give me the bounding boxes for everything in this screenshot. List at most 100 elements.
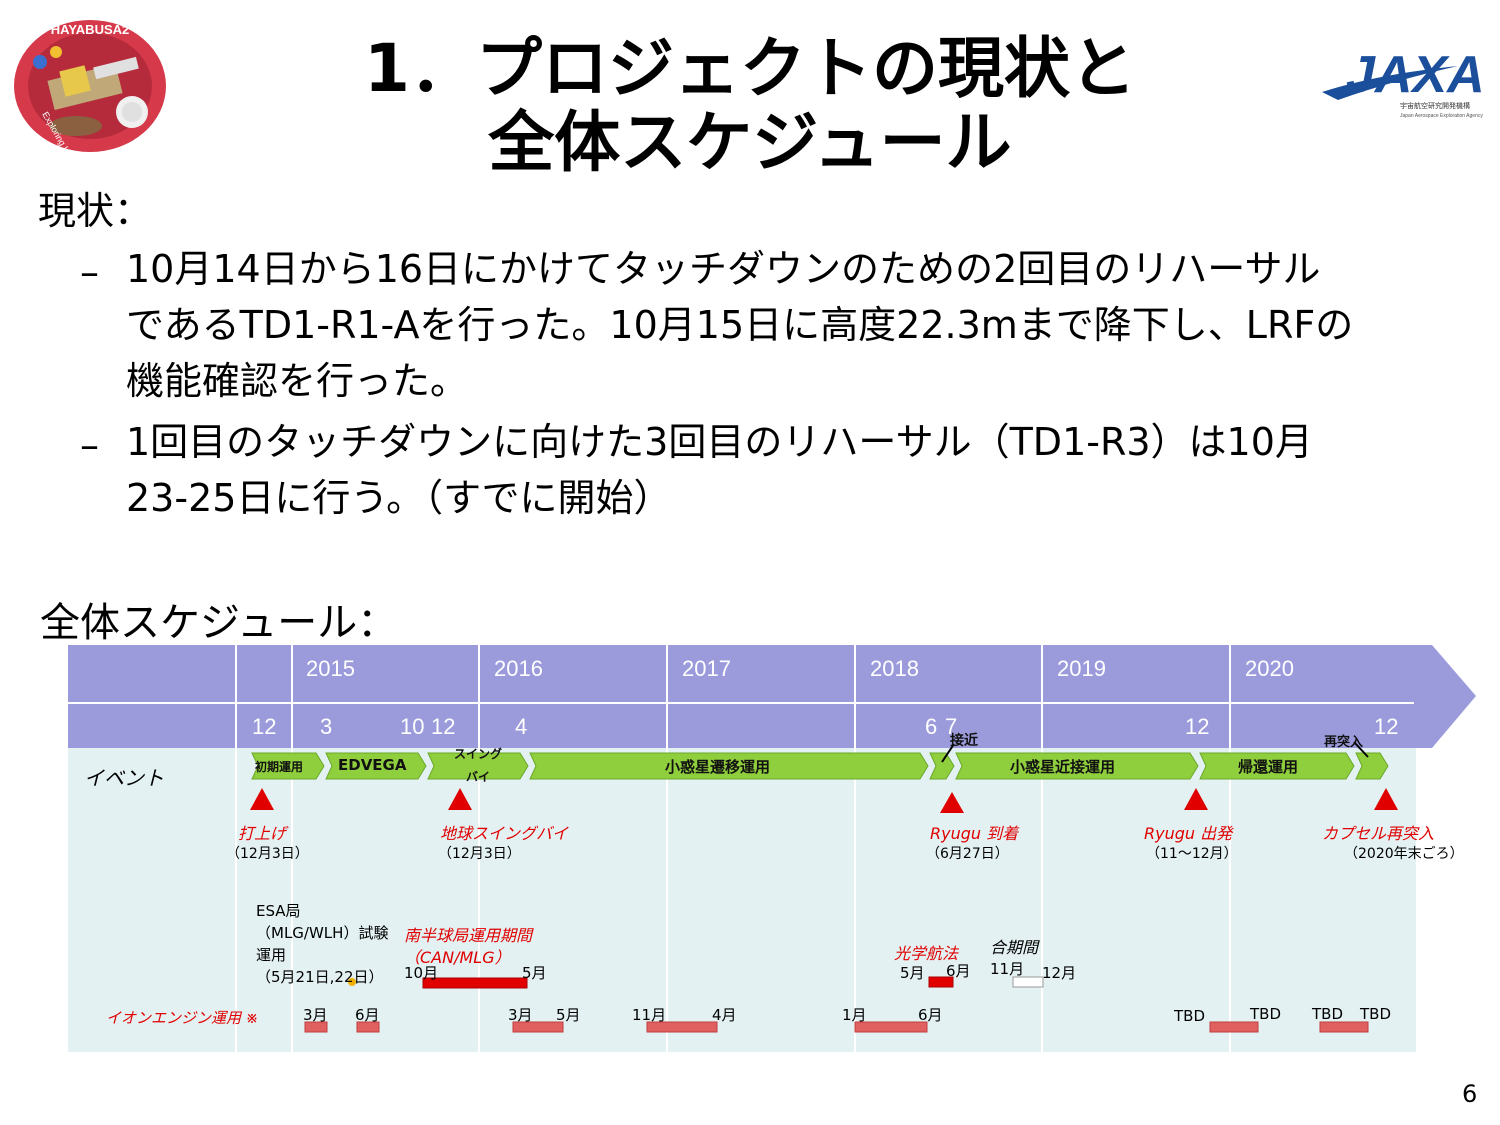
event-reentry-name: カプセル再突入	[1322, 824, 1435, 843]
event-row-label: イベント	[84, 766, 164, 790]
schedule-heading: 全体スケジュール：	[40, 600, 398, 646]
page-number: 6	[1462, 1080, 1478, 1108]
phase-initial-ops	[251, 752, 325, 780]
ion-engine-label: イオンエンジン運用 ※	[106, 1009, 259, 1027]
event-launch-date: （12月3日）	[226, 846, 309, 862]
bullet-1: 10月14日から16日にかけてタッチダウンのための2回目のリハーサル であるTD…	[126, 241, 1353, 409]
phase-label-approach: 接近	[950, 733, 978, 749]
ion-bar	[356, 1021, 380, 1033]
phase-edvega	[325, 752, 427, 780]
conjunction-month-end: 12月	[1042, 964, 1077, 982]
conjunction-label: 合期間	[990, 938, 1039, 957]
phase-reentry	[1355, 752, 1389, 780]
phase-label-edvega: EDVEGA	[338, 756, 407, 774]
phase-label-return: 帰還運用	[1238, 758, 1299, 776]
bullet-dash-1: –	[80, 250, 99, 294]
optical-label: 光学航法	[894, 944, 959, 963]
phase-label-transfer: 小惑星遷移運用	[665, 758, 771, 776]
logo-right-text: JAXA	[1346, 46, 1485, 104]
month-label: 12	[1374, 714, 1399, 739]
ion-bar	[646, 1021, 718, 1033]
timeline-event-band	[68, 748, 1416, 1052]
year-2016: 2016	[494, 656, 543, 681]
month-label: 3	[320, 714, 333, 739]
page-title: 1．プロジェクトの現状と 全体スケジュール	[300, 32, 1200, 180]
bullet-2-line-2: 23-25日に行う。（すでに開始）	[126, 476, 672, 520]
south-line-1: 南半球局運用期間	[404, 926, 533, 945]
status-heading: 現状：	[38, 189, 153, 233]
ion-month-label: 5月	[556, 1006, 581, 1024]
event-swingby-name: 地球スイングバイ	[440, 824, 569, 843]
year-2020: 2020	[1245, 656, 1294, 681]
phase-proximity	[955, 752, 1199, 780]
ion-month-label: TBD	[1250, 1005, 1282, 1023]
ion-month-label: 3月	[508, 1006, 533, 1024]
event-swingby-date: （12月3日）	[438, 846, 521, 862]
month-label: 7	[945, 714, 958, 739]
optical-month-end: 6月	[946, 962, 971, 980]
event-launch-name: 打上げ	[238, 824, 287, 843]
ion-month-label: 6月	[355, 1006, 380, 1024]
ion-bar	[304, 1021, 328, 1033]
title-line-1: 1．プロジェクトの現状と	[364, 30, 1136, 107]
bullet-2: 1回目のタッチダウンに向けた3回目のリハーサル（TD1-R3）は10月 23-2…	[126, 414, 1313, 526]
phase-label-swing: スイング	[454, 747, 503, 761]
esa-line-3: 運用	[256, 946, 287, 964]
event-arrival-date: （6月27日）	[926, 846, 1009, 862]
event-arrival-name: Ryugu 到着	[930, 824, 1019, 843]
ion-bar	[854, 1021, 928, 1033]
marker-launch	[250, 788, 274, 810]
jaxa-logo: JAXA 宇宙航空研究開発機構 Japan Aerospace Explorat…	[1318, 34, 1488, 128]
phase-transfer	[529, 752, 929, 780]
month-label: 12	[252, 714, 277, 739]
timeline-header-band	[68, 645, 1476, 748]
year-2017: 2017	[682, 656, 731, 681]
ion-bar	[512, 1021, 564, 1033]
ion-month-label: TBD	[1174, 1007, 1206, 1025]
esa-dot	[348, 978, 356, 986]
ion-bar	[1319, 1021, 1369, 1033]
bullet-1-line-2: であるTD1-R1-Aを行った。10月15日に高度22.3mまで降下し、LRFの	[126, 303, 1354, 347]
bullet-1-line-1: 10月14日から16日にかけてタッチダウンのための2回目のリハーサル	[126, 247, 1321, 291]
marker-departure	[1184, 788, 1208, 810]
phase-label-reentry: 再突入	[1324, 735, 1364, 750]
esa-line-4: （5月21日,22日）	[256, 968, 384, 986]
optical-nav-bar	[928, 976, 954, 988]
year-2015: 2015	[306, 656, 355, 681]
marker-reentry	[1374, 788, 1398, 810]
phase-label-proximity: 小惑星近接運用	[1010, 758, 1116, 776]
ion-month-label: 4月	[712, 1006, 737, 1024]
year-2018: 2018	[870, 656, 919, 681]
south-line-2: （CAN/MLG）	[404, 948, 511, 967]
ion-month-label: 11月	[632, 1006, 667, 1024]
esa-line-1: ESA局	[256, 902, 301, 920]
event-departure-name: Ryugu 出発	[1144, 824, 1233, 843]
conjunction-month-start: 11月	[990, 960, 1025, 978]
south-month-start: 10月	[404, 964, 439, 982]
conjunction-bar	[1012, 976, 1044, 988]
ion-month-label: 1月	[842, 1006, 867, 1024]
event-departure-date: （11～12月）	[1146, 846, 1238, 862]
ion-bar	[1209, 1021, 1259, 1033]
logo-right-sub1: 宇宙航空研究開発機構	[1400, 101, 1470, 110]
bullet-1-line-3: 機能確認を行った。	[126, 359, 469, 403]
event-reentry-date: （2020年末ごろ）	[1344, 846, 1464, 862]
hayabusa2-logo: HAYABUSA2 Exploring Unknown	[12, 14, 168, 182]
phase-label-initial: 初期運用	[255, 760, 304, 774]
logo-right-sub2: Japan Aerospace Exploration Agency	[1400, 113, 1483, 119]
south-station-bar	[422, 977, 528, 989]
bullet-dash-2: –	[80, 423, 99, 467]
phase-label-by: バイ	[466, 770, 491, 784]
ion-month-label: 6月	[918, 1006, 943, 1024]
phase-return	[1199, 752, 1355, 780]
south-month-end: 5月	[522, 964, 547, 982]
title-line-2: 全体スケジュール	[488, 104, 1012, 181]
month-label: 10	[400, 714, 425, 739]
phase-approach	[929, 752, 955, 780]
year-2019: 2019	[1057, 656, 1106, 681]
month-label: 12	[431, 714, 456, 739]
month-label: 6	[925, 714, 938, 739]
ion-month-label: 3月	[303, 1006, 328, 1024]
phase-swingby	[427, 752, 529, 780]
month-label: 12	[1185, 714, 1210, 739]
